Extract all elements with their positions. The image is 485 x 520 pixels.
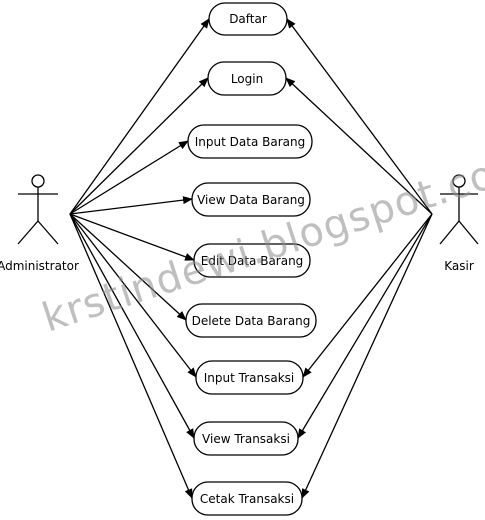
use-case-input-transaksi[interactable]: Input Transaksi <box>195 360 304 395</box>
use-case-input-data-barang[interactable]: Input Data Barang <box>187 124 313 159</box>
actor-label: Administrator <box>0 259 79 273</box>
association-arrow-admin-uc3 <box>69 140 189 215</box>
association-arrow-admin-uc7 <box>69 213 197 378</box>
association-arrow-admin-uc8 <box>69 213 195 439</box>
use-case-cetak-transaksi[interactable]: Cetak Transaksi <box>191 481 303 516</box>
association-arrow-admin-uc6 <box>69 213 187 321</box>
stick-figure-icon <box>439 174 479 245</box>
use-case-label: View Transaksi <box>202 432 290 446</box>
actor-label: Kasir <box>444 259 474 273</box>
use-cases-layer: Daftar Login Input Data Barang View Data… <box>185 2 317 516</box>
association-arrow-kasir-uc9 <box>301 213 433 499</box>
association-arrow-kasir-uc8 <box>297 213 433 439</box>
actor-administrator[interactable]: Administrator <box>0 174 79 273</box>
use-case-label: Input Data Barang <box>195 135 305 149</box>
use-case-label: Cetak Transaksi <box>200 492 294 506</box>
use-case-label: Login <box>231 72 263 86</box>
use-case-login[interactable]: Login <box>207 61 287 96</box>
association-arrow-admin-uc2 <box>69 77 209 215</box>
stick-figure-icon <box>17 174 59 245</box>
association-arrow-kasir-uc7 <box>302 213 433 378</box>
association-arrow-admin-uc9 <box>69 213 193 499</box>
use-case-label: Input Transaksi <box>204 371 295 385</box>
actor-kasir[interactable]: Kasir <box>439 174 479 273</box>
use-case-delete-data-barang[interactable]: Delete Data Barang <box>185 303 317 338</box>
use-case-daftar[interactable]: Daftar <box>208 2 288 36</box>
association-arrow-admin-uc1 <box>69 18 210 215</box>
associations-layer <box>69 18 433 499</box>
use-case-view-transaksi[interactable]: View Transaksi <box>193 421 299 456</box>
use-case-label: Edit Data Barang <box>201 254 304 268</box>
use-case-edit-data-barang[interactable]: Edit Data Barang <box>193 243 311 278</box>
association-arrow-admin-uc5 <box>69 213 195 261</box>
use-case-label: View Data Barang <box>197 193 305 207</box>
association-arrow-kasir-uc1 <box>286 18 433 215</box>
use-case-view-data-barang[interactable]: View Data Barang <box>191 182 311 217</box>
use-case-label: Daftar <box>229 12 267 26</box>
association-arrow-admin-uc4 <box>69 196 193 215</box>
use-case-label: Delete Data Barang <box>192 314 311 328</box>
association-arrow-kasir-uc2 <box>285 77 433 215</box>
